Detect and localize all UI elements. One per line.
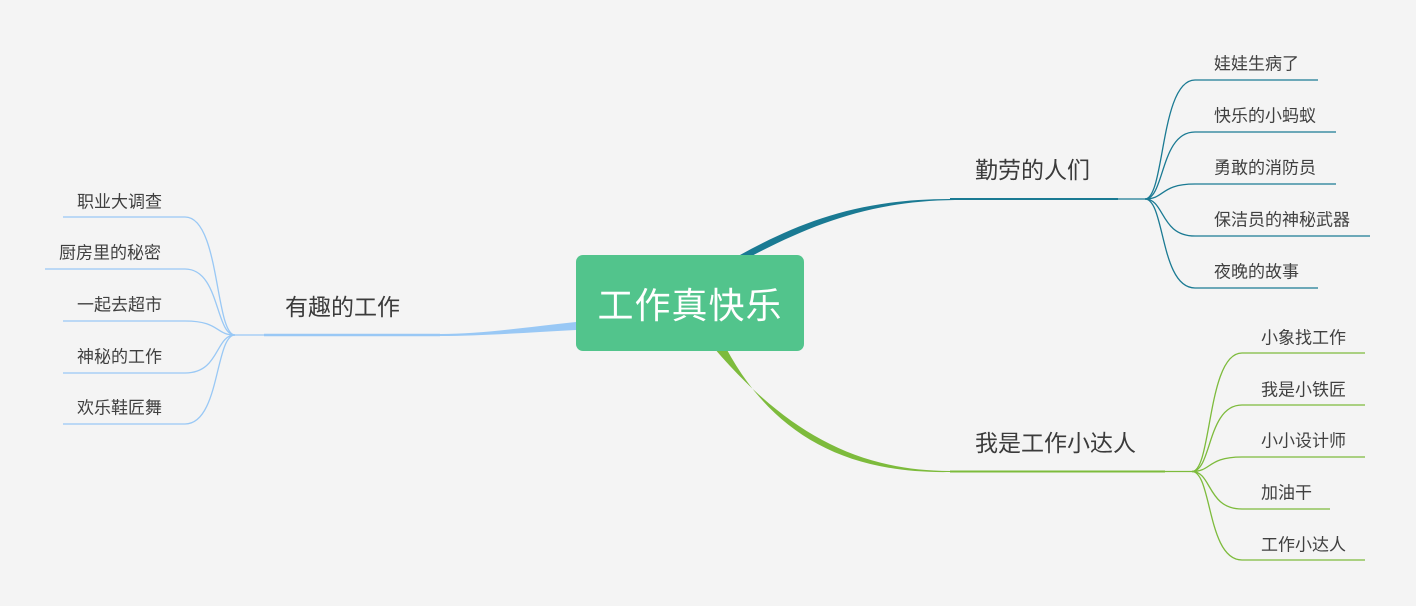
topic-workers-2[interactable]: 快乐的小蚂蚁 bbox=[1214, 106, 1316, 127]
connector-root-fun bbox=[440, 322, 576, 336]
connector-fun-leaf-4 bbox=[63, 334, 236, 374]
topic-workers-4[interactable]: 保洁员的神秘武器 bbox=[1214, 210, 1350, 231]
connector-fun-leaf-3 bbox=[63, 320, 236, 336]
topic-fun-4[interactable]: 神秘的工作 bbox=[77, 347, 162, 368]
topic-fun-3[interactable]: 一起去超市 bbox=[77, 295, 162, 316]
connector-expert-leaf-5 bbox=[1191, 470, 1365, 561]
connector-expert-leaf-4 bbox=[1191, 470, 1330, 510]
topic-fun-2[interactable]: 厨房里的秘密 bbox=[59, 243, 161, 264]
branch-workers[interactable]: 勤劳的人们 bbox=[975, 158, 1090, 184]
topic-expert-2[interactable]: 我是小铁匠 bbox=[1261, 380, 1346, 401]
topic-expert-4[interactable]: 加油干 bbox=[1261, 483, 1312, 504]
connector-fun-leaf-2 bbox=[45, 268, 236, 336]
connector-root-workers bbox=[740, 199, 955, 259]
connector-expert-leaf-1 bbox=[1191, 352, 1365, 473]
topic-workers-5[interactable]: 夜晚的故事 bbox=[1214, 262, 1299, 283]
branch-fun[interactable]: 有趣的工作 bbox=[285, 295, 400, 321]
topic-expert-1[interactable]: 小象找工作 bbox=[1261, 328, 1346, 349]
connector-expert-leaf-2 bbox=[1191, 404, 1365, 473]
connector-workers-leaf-1 bbox=[1144, 79, 1318, 200]
connector-fun-leaf-5 bbox=[63, 334, 236, 425]
topic-expert-3[interactable]: 小小设计师 bbox=[1261, 431, 1346, 452]
topic-workers-3[interactable]: 勇敢的消防员 bbox=[1214, 158, 1316, 179]
branch-expert[interactable]: 我是工作小达人 bbox=[975, 431, 1136, 457]
topic-fun-5[interactable]: 欢乐鞋匠舞 bbox=[77, 398, 162, 419]
root-node-label: 工作真快乐 bbox=[597, 286, 783, 327]
connector-root-expert bbox=[714, 348, 950, 473]
root-node[interactable]: 工作真快乐 bbox=[576, 255, 804, 351]
connector-workers-leaf-5 bbox=[1144, 198, 1318, 289]
connector-fun-leaf-1 bbox=[63, 216, 236, 336]
connector-workers-leaf-2 bbox=[1144, 131, 1336, 200]
topic-expert-5[interactable]: 工作小达人 bbox=[1261, 535, 1346, 556]
connector-workers-leaf-4 bbox=[1144, 198, 1370, 237]
topic-fun-1[interactable]: 职业大调查 bbox=[77, 192, 162, 213]
connector-workers-leaf-3 bbox=[1144, 183, 1336, 200]
topic-workers-1[interactable]: 娃娃生病了 bbox=[1214, 54, 1299, 75]
connector-expert-leaf-3 bbox=[1191, 456, 1365, 473]
